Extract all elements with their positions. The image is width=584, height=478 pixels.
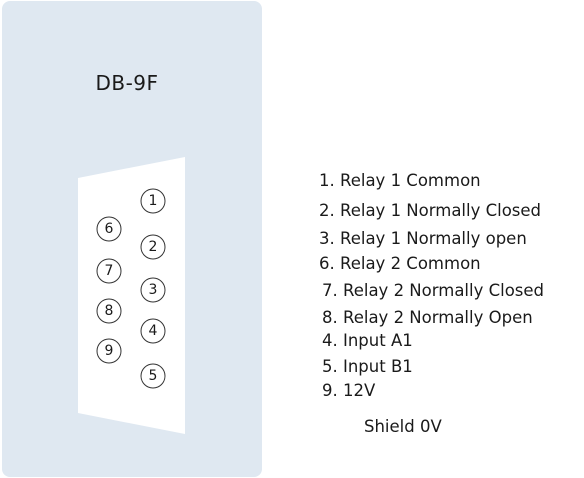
- connector-face: [78, 157, 185, 434]
- pin-3: 3: [140, 277, 166, 303]
- pin-9-label: 9: [105, 343, 114, 359]
- legend-item: 9. 12V: [322, 381, 376, 400]
- legend-item: 4. Input A1: [322, 331, 413, 350]
- legend-item: 1. Relay 1 Common: [319, 171, 481, 190]
- pin-4-label: 4: [149, 323, 158, 339]
- connector-title: DB-9F: [95, 71, 159, 95]
- legend-item: 8. Relay 2 Normally Open: [322, 308, 533, 327]
- shield-note: Shield 0V: [364, 417, 442, 436]
- pin-4: 4: [140, 318, 166, 344]
- pin-9: 9: [96, 338, 122, 364]
- pin-2: 2: [140, 234, 166, 260]
- pin-5-label: 5: [149, 368, 158, 384]
- pin-6: 6: [96, 216, 122, 242]
- legend-item: 6. Relay 2 Common: [319, 254, 481, 273]
- pin-1-label: 1: [149, 193, 158, 209]
- pin-5: 5: [140, 363, 166, 389]
- pin-1: 1: [140, 188, 166, 214]
- pin-2-label: 2: [149, 239, 158, 255]
- legend-item: 7. Relay 2 Normally Closed: [322, 281, 545, 300]
- pin-3-label: 3: [149, 282, 158, 298]
- legend-item: 2. Relay 1 Normally Closed: [319, 201, 542, 220]
- pin-8-label: 8: [105, 303, 114, 319]
- pin-6-label: 6: [105, 221, 114, 237]
- legend-item: 5. Input B1: [322, 357, 413, 376]
- pin-7: 7: [96, 258, 122, 284]
- legend-item: 3. Relay 1 Normally open: [319, 229, 527, 248]
- pin-7-label: 7: [105, 263, 114, 279]
- pin-8: 8: [96, 298, 122, 324]
